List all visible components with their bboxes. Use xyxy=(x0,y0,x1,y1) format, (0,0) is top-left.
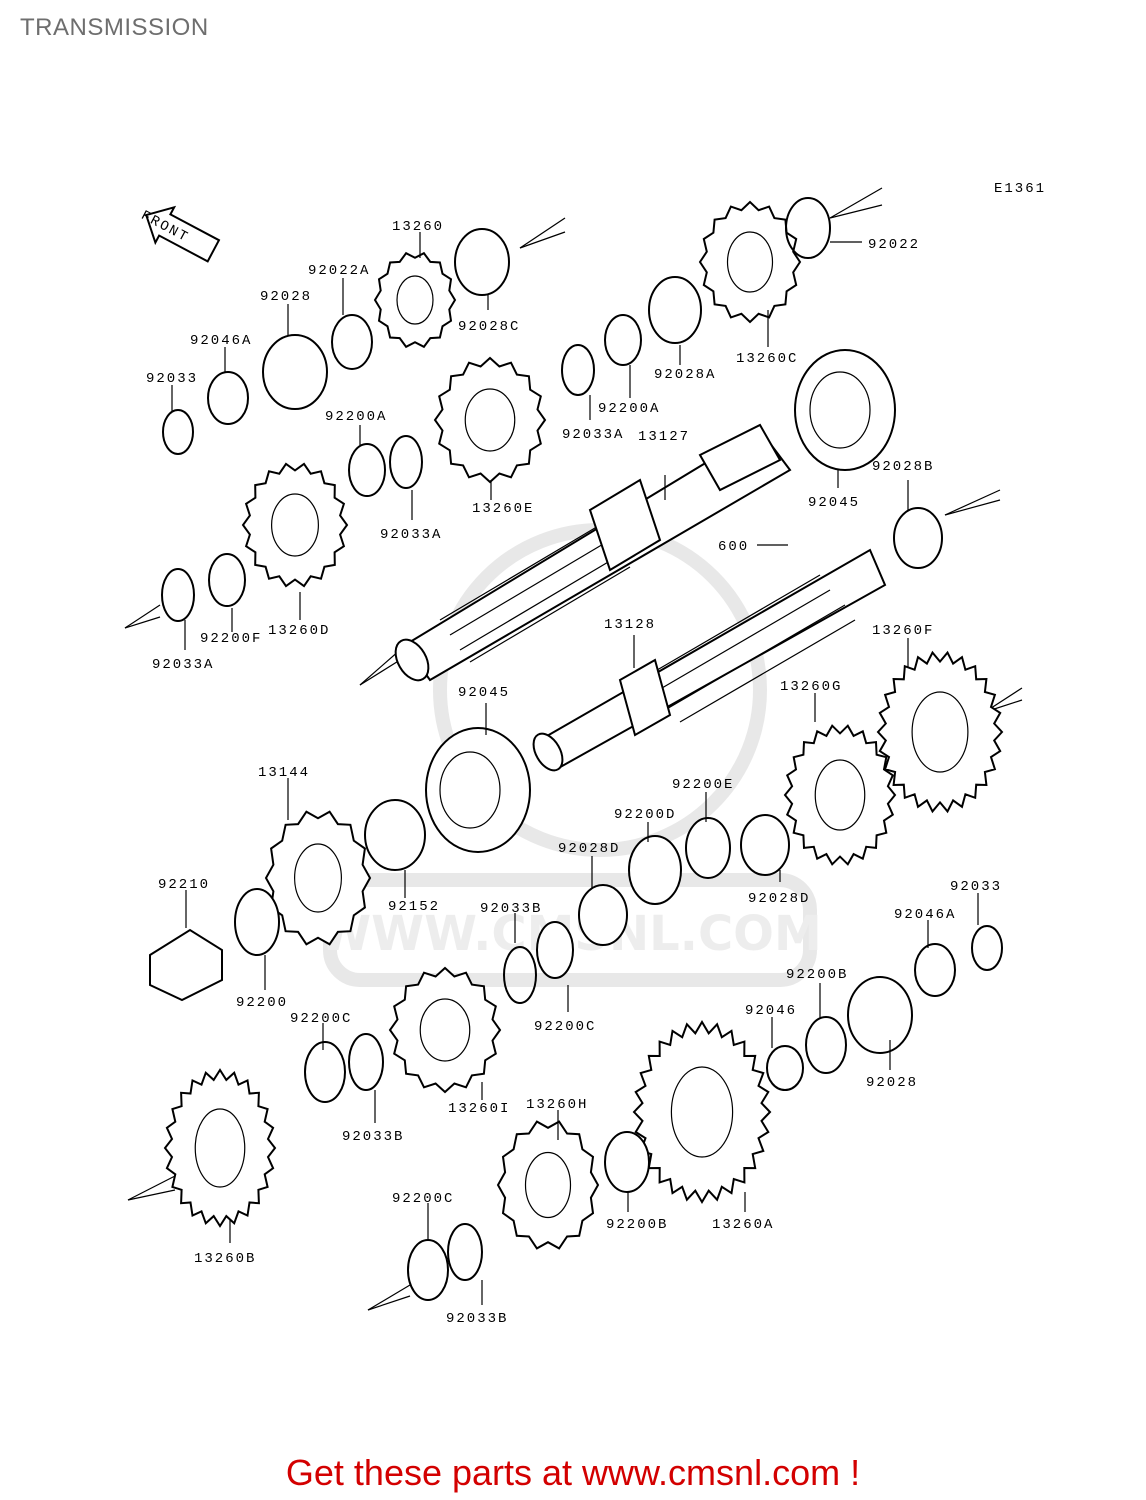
callout: 92210 xyxy=(158,877,210,893)
gear-13260E xyxy=(433,356,547,484)
gear-group xyxy=(163,200,1004,1250)
diagram-code: E1361 xyxy=(994,181,1046,197)
callout: 92033B xyxy=(480,901,542,917)
leader-lines xyxy=(171,232,979,1305)
callout: 92045 xyxy=(808,495,860,511)
callout: 13144 xyxy=(258,765,310,781)
callout: 13128 xyxy=(604,617,656,633)
bushing-92028-right xyxy=(847,976,913,1054)
gear-13144 xyxy=(264,810,372,946)
gear-13260F xyxy=(876,650,1004,814)
callout: 92033A xyxy=(562,427,624,443)
callout: 92200C xyxy=(534,1019,596,1035)
callout: 92028C xyxy=(458,319,520,335)
callout: 92022A xyxy=(308,263,370,279)
callout: 13260A xyxy=(712,1217,774,1233)
callout: 92033A xyxy=(380,527,442,543)
needle-bearing-92046A-right xyxy=(914,943,956,997)
gear-13260 xyxy=(373,251,457,349)
callout: 92046 xyxy=(745,1003,797,1019)
callout: 13260 xyxy=(392,219,444,235)
main-shaft-13127 xyxy=(394,423,792,682)
needle-bearing-92028D-upper xyxy=(740,814,790,876)
gear-13260G xyxy=(783,724,897,866)
callout: 13260F xyxy=(872,623,934,639)
callout: 92200 xyxy=(236,995,288,1011)
callout: 92028 xyxy=(260,289,312,305)
callout: 92028A xyxy=(654,367,716,383)
gear-13260I xyxy=(388,966,502,1094)
nut-92210 xyxy=(149,928,223,1002)
callout: 92200C xyxy=(290,1011,352,1027)
bearing-92045-lower xyxy=(425,727,531,853)
callout: 92200A xyxy=(325,409,387,425)
callout: 13127 xyxy=(638,429,690,445)
bearing-92045-upper xyxy=(794,349,896,471)
needle-bearing-92028D-lower xyxy=(578,884,628,946)
callout: 92033 xyxy=(950,879,1002,895)
callout: 13260I xyxy=(448,1101,510,1117)
callout: 92033B xyxy=(342,1129,404,1145)
callout: 92028B xyxy=(872,459,934,475)
callout: 92033 xyxy=(146,371,198,387)
callout: 92200B xyxy=(786,967,848,983)
front-arrow-icon: FRONT xyxy=(138,205,221,263)
needle-bearing-92046 xyxy=(766,1045,804,1091)
callout: 92200A xyxy=(598,401,660,417)
callout: 92046A xyxy=(190,333,252,349)
gear-13260D xyxy=(241,462,349,588)
callout: 13260G xyxy=(780,679,842,695)
callout: 92200B xyxy=(606,1217,668,1233)
callout: 92200C xyxy=(392,1191,454,1207)
callout: 92022 xyxy=(868,237,920,253)
callout: 92200D xyxy=(614,807,676,823)
callout: 13260C xyxy=(736,351,798,367)
needle-bearing-92028C xyxy=(454,228,510,296)
drive-shaft-13128 xyxy=(532,548,887,772)
callout: 13260H xyxy=(526,1097,588,1113)
callout: 92028 xyxy=(866,1075,918,1091)
bushing-92028A xyxy=(648,276,702,344)
callout: 92200F xyxy=(200,631,262,647)
ring-group xyxy=(161,197,1003,1301)
callout: 92152 xyxy=(388,899,440,915)
gear-13260A xyxy=(632,1020,772,1204)
needle-bearing-92046A xyxy=(207,371,249,425)
bushing-92028 xyxy=(262,334,328,410)
callout: 92046A xyxy=(894,907,956,923)
page-title: TRANSMISSION xyxy=(20,14,209,41)
gear-13260C xyxy=(698,200,802,324)
footer-link[interactable]: Get these parts at www.cmsnl.com ! xyxy=(285,1452,861,1493)
callout: 92028D xyxy=(748,891,810,907)
bushing-92028B xyxy=(893,507,943,569)
callout: 92033B xyxy=(446,1311,508,1327)
callout: 13260D xyxy=(268,623,330,639)
callout: 13260B xyxy=(194,1251,256,1267)
callout-labels: 13260 92022A 92028 92046A 92033 92028C 9… xyxy=(146,219,1002,1327)
gear-13260B xyxy=(163,1068,277,1228)
callout: 600 xyxy=(718,539,749,555)
transmission-exploded-diagram: WWW.CMSNL.COM FRONT E1361 xyxy=(124,181,1046,1327)
bushing-92152 xyxy=(364,799,426,871)
callout: 92028D xyxy=(558,841,620,857)
axis-lines xyxy=(124,187,1023,1311)
callout: 92045 xyxy=(458,685,510,701)
callout: 92033A xyxy=(152,657,214,673)
callout: 13260E xyxy=(472,501,534,517)
gear-13260H xyxy=(496,1120,600,1250)
callout: 92200E xyxy=(672,777,734,793)
